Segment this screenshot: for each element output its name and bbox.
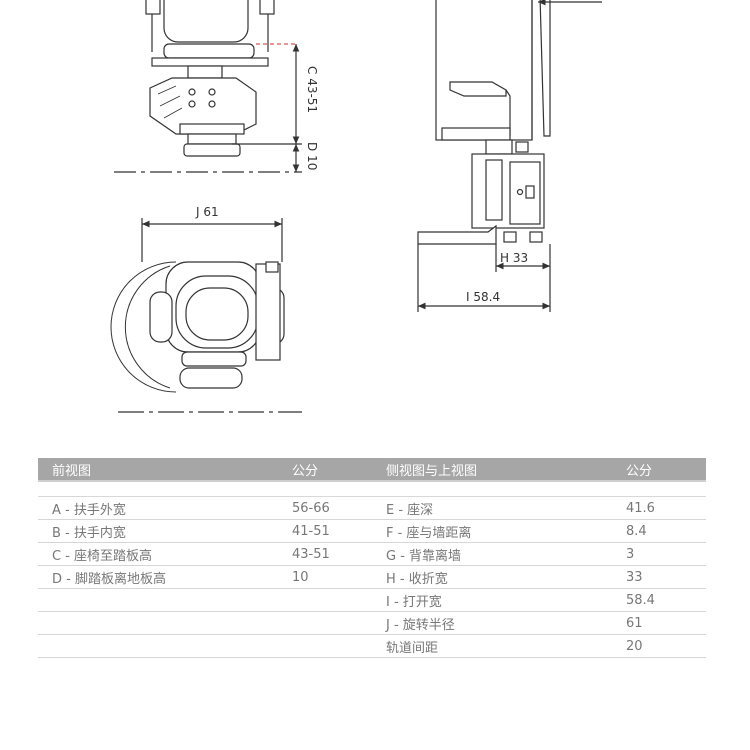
row-value: 8.4: [626, 519, 706, 543]
side-view: [417, 0, 602, 312]
row-value: 58.4: [626, 588, 706, 612]
front-view-spec-table: 前视图 公分 A - 扶手外宽 56-66 B - 扶手内宽 41-51 C -…: [38, 458, 372, 658]
row-value: 61: [626, 611, 706, 635]
table-row: H - 收折宽 33: [372, 565, 706, 589]
table-row: A - 扶手外宽 56-66: [38, 496, 372, 520]
table-row: [38, 588, 372, 612]
row-value: 10: [292, 565, 372, 589]
dim-c-label: C 43-51: [305, 66, 319, 113]
row-value: 56-66: [292, 496, 372, 520]
row-label: I - 打开宽: [372, 588, 626, 612]
dim-j-label: J 61: [195, 205, 219, 219]
row-label: D - 脚踏板离地板高: [38, 565, 292, 589]
row-value: [292, 588, 372, 612]
front-view: [114, 0, 302, 173]
row-label: A - 扶手外宽: [38, 496, 292, 520]
row-label: 轨道间距: [372, 634, 626, 658]
dim-d-label: D 10: [305, 142, 319, 170]
row-value: 41-51: [292, 519, 372, 543]
table-row: G - 背靠离墙 3: [372, 542, 706, 566]
table-row: 轨道间距 20: [372, 634, 706, 658]
row-label: J - 旋转半径: [372, 611, 626, 635]
side-top-view-spec-table: 侧视图与上视图 公分 E - 座深 41.6 F - 座与墙距离 8.4 G -…: [372, 458, 706, 658]
row-label: [38, 634, 292, 658]
row-label: E - 座深: [372, 496, 626, 520]
front-table-header: 前视图: [38, 458, 292, 481]
row-label: [38, 588, 292, 612]
row-value: [292, 611, 372, 635]
table-row: B - 扶手内宽 41-51: [38, 519, 372, 543]
side-table-header: 侧视图与上视图: [372, 458, 626, 481]
row-value: 41.6: [626, 496, 706, 520]
front-table-unit-header: 公分: [292, 458, 372, 481]
table-row: D - 脚踏板离地板高 10: [38, 565, 372, 589]
row-label: C - 座椅至踏板高: [38, 542, 292, 566]
top-view: [110, 218, 302, 413]
row-value: [292, 634, 372, 658]
row-label: B - 扶手内宽: [38, 519, 292, 543]
table-row: I - 打开宽 58.4: [372, 588, 706, 612]
table-row: J - 旋转半径 61: [372, 611, 706, 635]
row-label: F - 座与墙距离: [372, 519, 626, 543]
row-value: 20: [626, 634, 706, 658]
table-row: C - 座椅至踏板高 43-51: [38, 542, 372, 566]
row-value: 43-51: [292, 542, 372, 566]
row-value: 3: [626, 542, 706, 566]
table-row: E - 座深 41.6: [372, 496, 706, 520]
row-label: [38, 611, 292, 635]
table-row: F - 座与墙距离 8.4: [372, 519, 706, 543]
table-row: [38, 634, 372, 658]
dim-h-label: H 33: [500, 251, 528, 265]
row-value: 33: [626, 565, 706, 589]
row-label: G - 背靠离墙: [372, 542, 626, 566]
dim-i-label: I 58.4: [466, 290, 500, 304]
table-row: [38, 611, 372, 635]
stairlift-dimension-diagram: C 43-51 D 10 J 61: [110, 0, 602, 413]
row-label: H - 收折宽: [372, 565, 626, 589]
side-table-unit-header: 公分: [626, 458, 706, 481]
